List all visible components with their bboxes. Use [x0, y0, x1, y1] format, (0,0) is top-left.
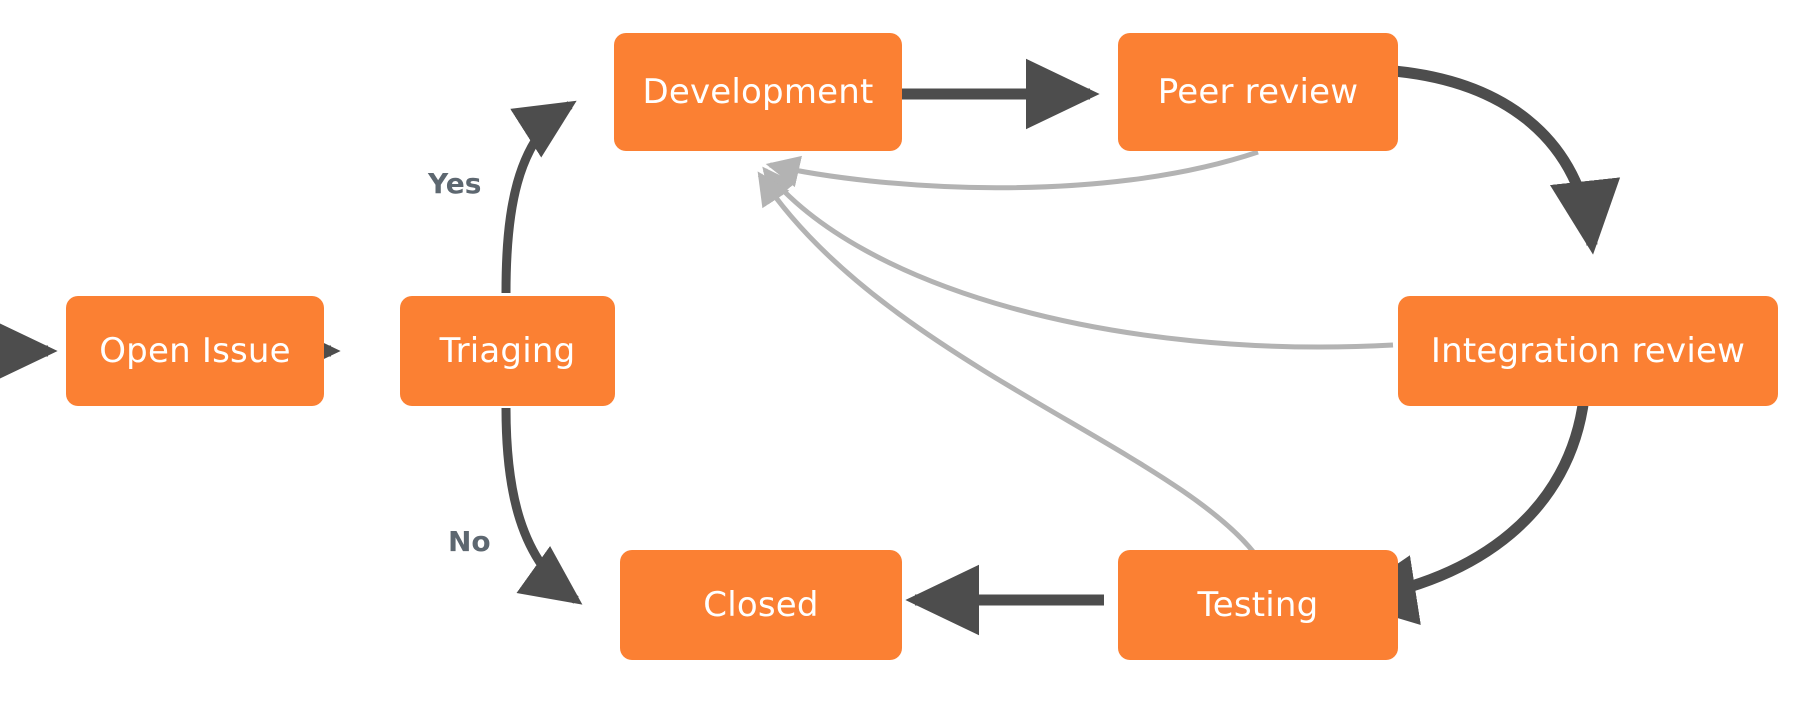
node-closed-label: Closed — [703, 585, 819, 625]
node-peer-review[interactable]: Peer review — [1118, 33, 1398, 151]
node-integration-review[interactable]: Integration review — [1398, 296, 1778, 406]
edge-label-yes: Yes — [428, 167, 482, 200]
node-closed[interactable]: Closed — [620, 550, 902, 660]
node-triaging-label: Triaging — [439, 331, 576, 371]
edge-integration-review-to-development-rework — [762, 166, 1394, 350]
node-open-issue[interactable]: Open Issue — [66, 296, 324, 406]
edge-peer-review-to-development-rework — [765, 149, 1259, 191]
node-triaging[interactable]: Triaging — [400, 296, 615, 406]
node-testing[interactable]: Testing — [1118, 550, 1398, 660]
edge-triaging-to-closed — [501, 407, 583, 605]
node-peer-review-label: Peer review — [1157, 72, 1359, 112]
edge-label-no: No — [448, 525, 491, 558]
edge-integration-review-to-testing — [1342, 397, 1590, 625]
node-integration-review-label: Integration review — [1430, 331, 1746, 371]
edge-triaging-to-development — [501, 100, 577, 294]
edge-testing-to-development-rework — [757, 171, 1261, 560]
node-open-issue-label: Open Issue — [99, 331, 291, 371]
node-testing-label: Testing — [1197, 585, 1319, 625]
edge-peer-review-to-integration-review — [1381, 64, 1621, 255]
node-development-label: Development — [642, 72, 874, 112]
node-development[interactable]: Development — [614, 33, 902, 151]
